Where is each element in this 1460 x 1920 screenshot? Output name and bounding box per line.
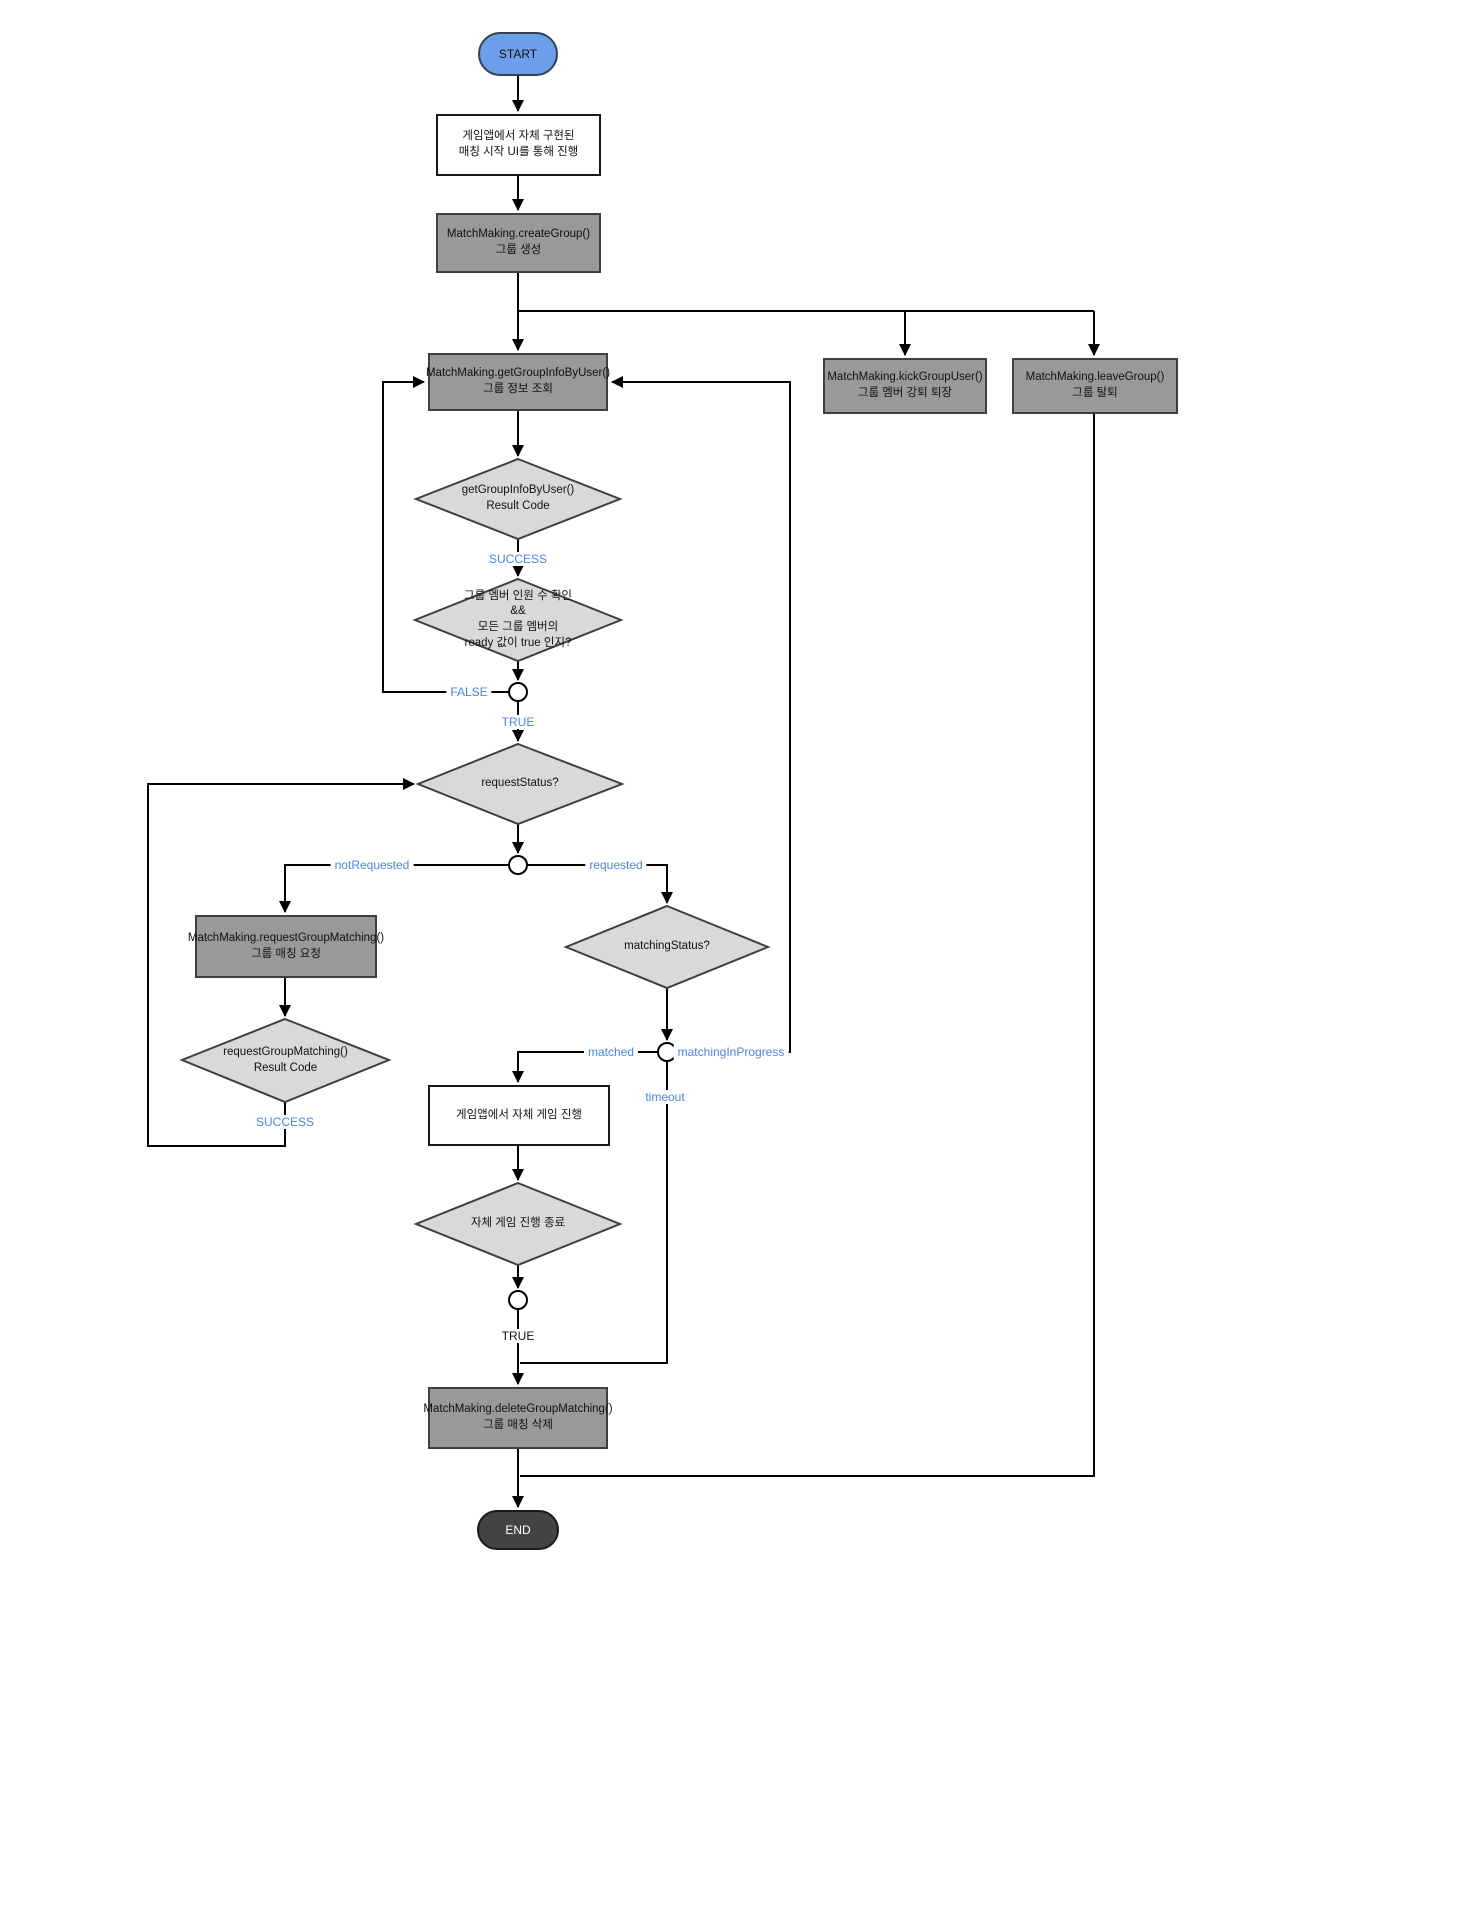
edge-label-matched: matched	[583, 1045, 639, 1059]
process-kick-group-user: MatchMaking.kickGroupUser() 그룹 멤버 강퇴 퇴장	[823, 358, 987, 414]
edge-requested	[527, 864, 673, 904]
decision-text-matchingstatus: matchingStatus?	[624, 940, 710, 953]
decision-text-getgroupinfo-resultcode: getGroupInfoByUser() Result Code	[461, 484, 575, 512]
junction-ready-check	[508, 682, 528, 702]
edge-label-matchinginprogress: matchingInProgress	[673, 1045, 789, 1059]
decision-member-ready-check	[412, 577, 624, 663]
decision-text-game-end-check: 자체 게임 진행 종료	[470, 1217, 566, 1230]
end-terminal: END	[477, 1510, 559, 1550]
process-matching-ui: 게임앱에서 자체 구현된 매칭 시작 UI를 통해 진행	[436, 114, 601, 176]
decision-requeststatus	[415, 742, 625, 826]
edge-label-false: FALSE	[446, 685, 492, 699]
decision-text-member-ready-check: 그룹 멤버 인원 수 확인 && 모든 그룹 멤버의 ready 값이 true…	[464, 589, 572, 649]
decision-requestmatching-resultcode	[179, 1017, 392, 1104]
decision-text-requeststatus: requestStatus?	[481, 777, 559, 790]
edge-label-requested: requested	[585, 858, 647, 872]
edge-false-loop	[382, 376, 509, 693]
decision-text-requestmatching-resultcode: requestGroupMatching() Result Code	[223, 1045, 348, 1074]
edge-label-success-1: SUCCESS	[484, 552, 552, 566]
decision-matchingstatus	[563, 904, 771, 990]
edge-success-loop	[147, 778, 415, 1147]
process-request-group-matching: MatchMaking.requestGroupMatching() 그룹 매칭…	[188, 915, 384, 978]
process-get-group-info: MatchMaking.getGroupInfoByUser() 그룹 정보 조…	[426, 353, 610, 411]
process-game-play: 게임앱에서 자체 게임 진행	[428, 1085, 610, 1146]
edge-label-notrequested: notRequested	[330, 858, 414, 872]
start-terminal: START	[478, 32, 558, 76]
process-leave-group: MatchMaking.leaveGroup() 그룹 탈퇴	[1012, 358, 1178, 414]
edge-label-true-2: TRUE	[497, 1329, 539, 1343]
junction-requeststatus	[508, 855, 528, 875]
edge-label-timeout: timeout	[641, 1090, 689, 1104]
edge-leavegroup-to-end	[520, 414, 1095, 1477]
junction-game-end	[508, 1290, 528, 1310]
edge-label-success-2: SUCCESS	[251, 1115, 319, 1129]
edge-notrequested	[279, 864, 509, 913]
decision-getgroupinfo-resultcode	[413, 457, 623, 541]
edge-timeout	[520, 1061, 668, 1364]
process-create-group: MatchMaking.createGroup() 그룹 생성	[436, 213, 601, 273]
decision-game-end-check	[413, 1181, 623, 1267]
process-delete-group-matching: MatchMaking.deleteGroupMatching() 그룹 매칭 …	[423, 1387, 613, 1449]
edge-label-true-1: TRUE	[497, 715, 539, 729]
